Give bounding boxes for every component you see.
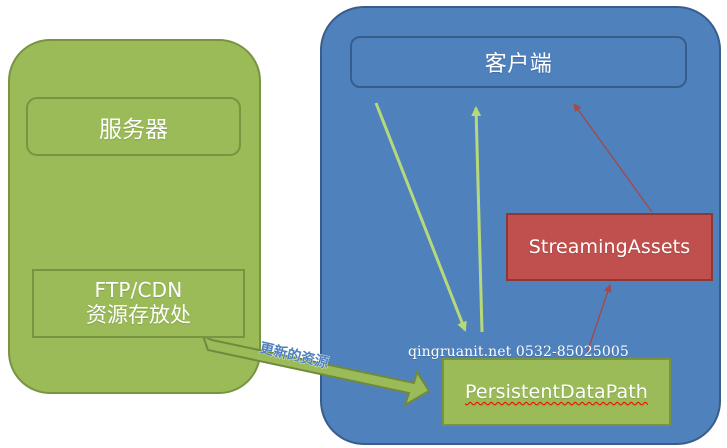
server-region [8,39,261,394]
server-box: 服务器 [26,97,241,156]
storage-location-label: 资源存放处 [86,303,191,328]
client-label: 客户端 [484,52,553,77]
persistent-data-path-label: PersistentDataPath [465,381,648,403]
storage-box: FTP/CDN 资源存放处 [32,269,245,338]
streaming-assets-box: StreamingAssets [506,213,713,281]
client-box: 客户端 [350,36,687,88]
persistent-data-path-box: PersistentDataPath [442,358,671,426]
watermark-text: qingruanit.net 0532-85025005 [408,344,629,360]
storage-protocol-label: FTP/CDN [94,278,183,303]
streaming-assets-label: StreamingAssets [528,236,691,258]
server-label: 服务器 [99,116,168,143]
